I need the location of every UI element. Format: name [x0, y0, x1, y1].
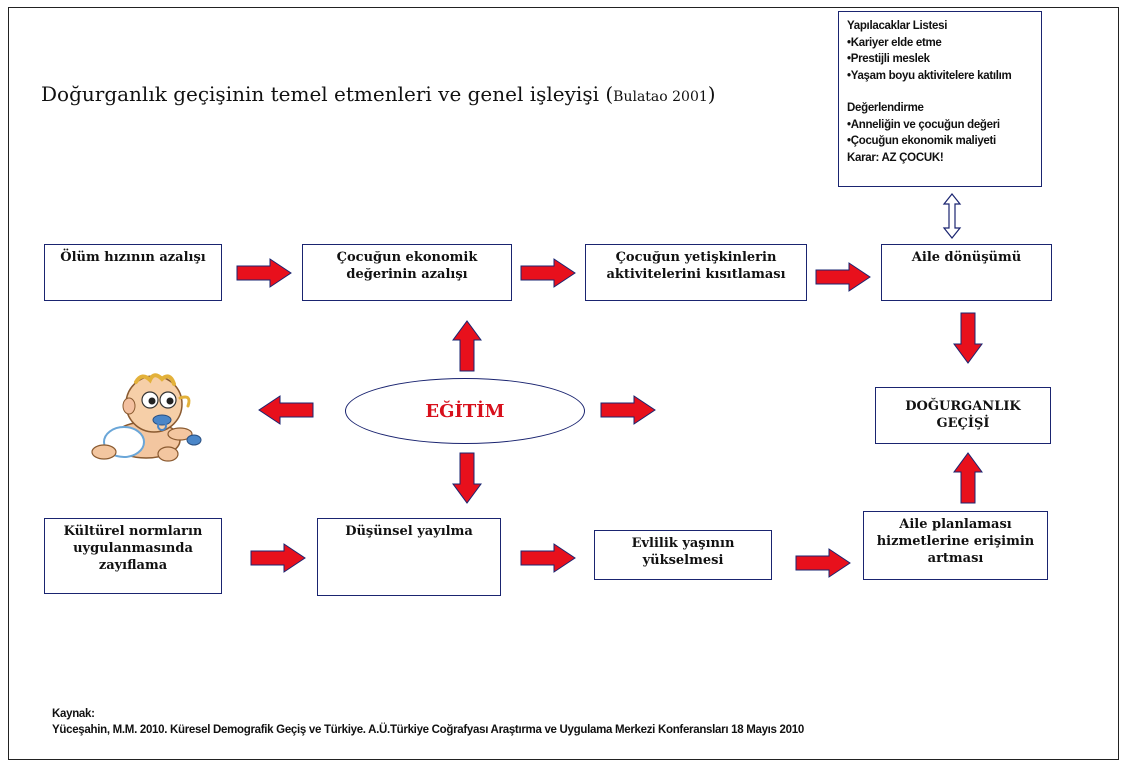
arrow-right-icon — [520, 543, 576, 573]
box-aile-planlamasi: Aile planlaması hizmetlerine erişimin ar… — [863, 511, 1048, 580]
evaluation-item: •Çocuğun ekonomik maliyeti — [847, 135, 996, 147]
decision-text: Karar: AZ ÇOCUK! — [847, 151, 944, 164]
source-footer: Kaynak: Yüceşahin, M.M. 2010. Küresel De… — [52, 706, 804, 738]
arrow-left-icon — [258, 395, 314, 425]
arrow-down-icon — [953, 312, 983, 364]
box-cocuk-ekonomik-deger: Çocuğun ekonomik değerinin azalışı — [302, 244, 512, 301]
arrow-right-icon — [600, 395, 656, 425]
arrow-up-icon — [452, 320, 482, 372]
evaluation-heading: Değerlendirme — [847, 102, 924, 114]
todo-item: •Yaşam boyu aktivitelere katılım — [847, 69, 1012, 82]
arrow-up-icon — [953, 452, 983, 504]
box-olum-hizi: Ölüm hızının azalışı — [44, 244, 222, 301]
arrow-right-icon — [250, 543, 306, 573]
slide-title: Doğurganlık geçişinin temel etmenleri ve… — [41, 82, 716, 106]
arrow-right-icon — [795, 548, 851, 578]
box-dogurganlik-gecisi: DOĞURGANLIK GEÇİŞİ — [875, 387, 1051, 444]
box-dusunsel-yayilma: Düşünsel yayılma — [317, 518, 501, 596]
box-cocuk-yetiskin: Çocuğun yetişkinlerin aktivitelerini kıs… — [585, 244, 807, 301]
arrow-right-icon — [236, 258, 292, 288]
todo-heading: Yapılacaklar Listesi — [847, 20, 948, 32]
title-citation: Bulatao 2001 — [613, 89, 708, 105]
box-aile-donusumu: Aile dönüşümü — [881, 244, 1052, 301]
evaluation-item: •Anneliğin ve çocuğun değeri — [847, 118, 1000, 131]
todo-item: •Prestijli meslek — [847, 53, 930, 65]
title-main: Doğurganlık geçişinin temel etmenleri ve… — [41, 82, 614, 106]
source-label: Kaynak: — [52, 708, 95, 720]
todo-list-box: Yapılacaklar Listesi •Kariyer elde etme … — [838, 11, 1042, 187]
todo-item: •Kariyer elde etme — [847, 36, 942, 49]
box-kulturel-normlar: Kültürel normların uygulanmasında zayıfl… — [44, 518, 222, 594]
double-arrow-icon — [942, 193, 962, 239]
box-evlilik-yasi: Evlilik yaşının yükselmesi — [594, 530, 772, 580]
source-text: Yüceşahin, M.M. 2010. Küresel Demografik… — [52, 724, 804, 736]
arrow-right-icon — [815, 262, 871, 292]
egitim-ellipse: EĞİTİM — [345, 378, 585, 444]
baby-illustration-icon — [91, 373, 202, 462]
arrow-down-icon — [452, 452, 482, 504]
arrow-right-icon — [520, 258, 576, 288]
egitim-label: EĞİTİM — [425, 400, 505, 422]
title-close: ) — [707, 82, 716, 106]
